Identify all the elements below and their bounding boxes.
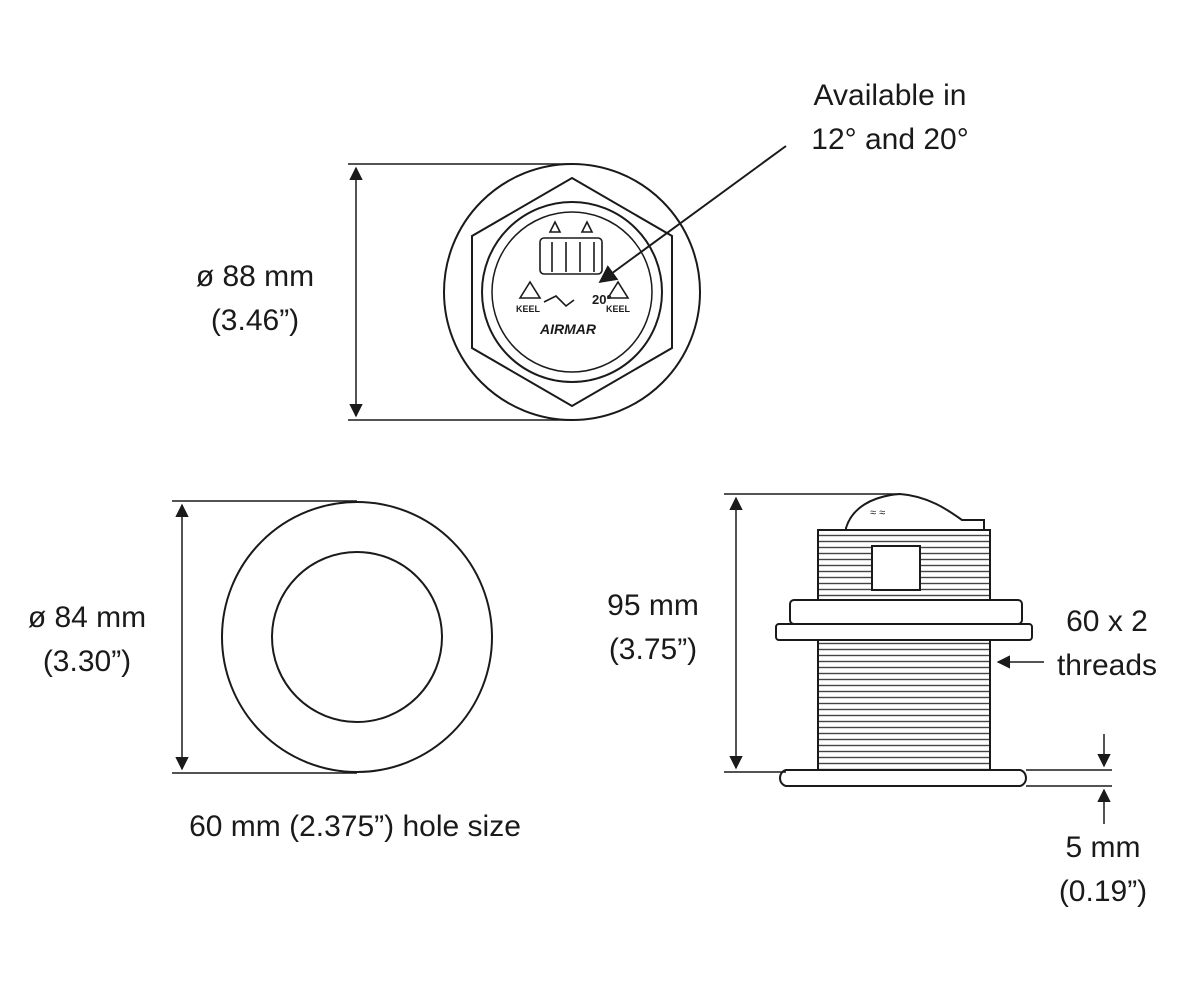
callout-arrow bbox=[598, 145, 787, 284]
thread-word: threads bbox=[1056, 648, 1158, 682]
hex-nut-top bbox=[789, 599, 1023, 625]
face-brand-text: AIRMAR bbox=[539, 321, 597, 337]
side-height-mm: 95 mm bbox=[607, 589, 699, 622]
hole-dimension-in: (3.30”) bbox=[42, 644, 132, 678]
top-view bbox=[443, 163, 701, 421]
lower-threads bbox=[817, 639, 991, 771]
hole-dimension-label: ø 84 mm (3.30”) bbox=[2, 596, 172, 683]
face-keel-right: KEEL bbox=[606, 304, 631, 314]
top-dimension-label: ø 88 mm (3.46”) bbox=[170, 255, 340, 342]
hex-nut-washer bbox=[775, 623, 1033, 641]
hole-inner-circle bbox=[271, 551, 443, 723]
side-view: ≈ ≈ bbox=[775, 492, 1033, 787]
hex-nut-outline bbox=[471, 176, 673, 408]
top-dimension bbox=[348, 163, 572, 421]
hole-size-caption: 60 mm (2.375”) hole size bbox=[189, 810, 521, 843]
hole-outer-circle bbox=[221, 501, 493, 773]
face-keel-left: KEEL bbox=[516, 304, 541, 314]
flange-label: 5 mm (0.19”) bbox=[1040, 826, 1166, 913]
thread-label: 60 x 2 threads bbox=[1044, 600, 1170, 687]
thread-spec: 60 x 2 bbox=[1066, 605, 1148, 638]
side-dimensions bbox=[724, 493, 1112, 824]
face-ring-inner bbox=[491, 211, 653, 373]
flange-in: (0.19”) bbox=[1058, 874, 1148, 908]
side-height-label: 95 mm (3.75”) bbox=[588, 584, 718, 671]
face-angle-text: 20° bbox=[592, 292, 612, 307]
callout-line-1: Available in bbox=[813, 79, 967, 112]
top-dimension-mm: ø 88 mm bbox=[195, 260, 315, 293]
top-dimension-in: (3.46”) bbox=[210, 303, 300, 337]
hole-view bbox=[221, 501, 493, 773]
callout-line-2: 12° and 20° bbox=[811, 122, 969, 156]
bottom-flange bbox=[779, 769, 1027, 787]
face-markings bbox=[518, 220, 630, 308]
hole-dimension-mm: ø 84 mm bbox=[27, 601, 147, 634]
hole-dimension bbox=[172, 500, 357, 774]
cable-window bbox=[871, 545, 921, 591]
callout-label: Available in 12° and 20° bbox=[780, 74, 1000, 161]
top-housing bbox=[845, 492, 985, 531]
side-height-in: (3.75”) bbox=[608, 632, 698, 666]
flange-mm: 5 mm bbox=[1065, 831, 1141, 864]
face-ring-outer bbox=[481, 201, 663, 383]
svg-text:≈ ≈: ≈ ≈ bbox=[870, 507, 885, 519]
